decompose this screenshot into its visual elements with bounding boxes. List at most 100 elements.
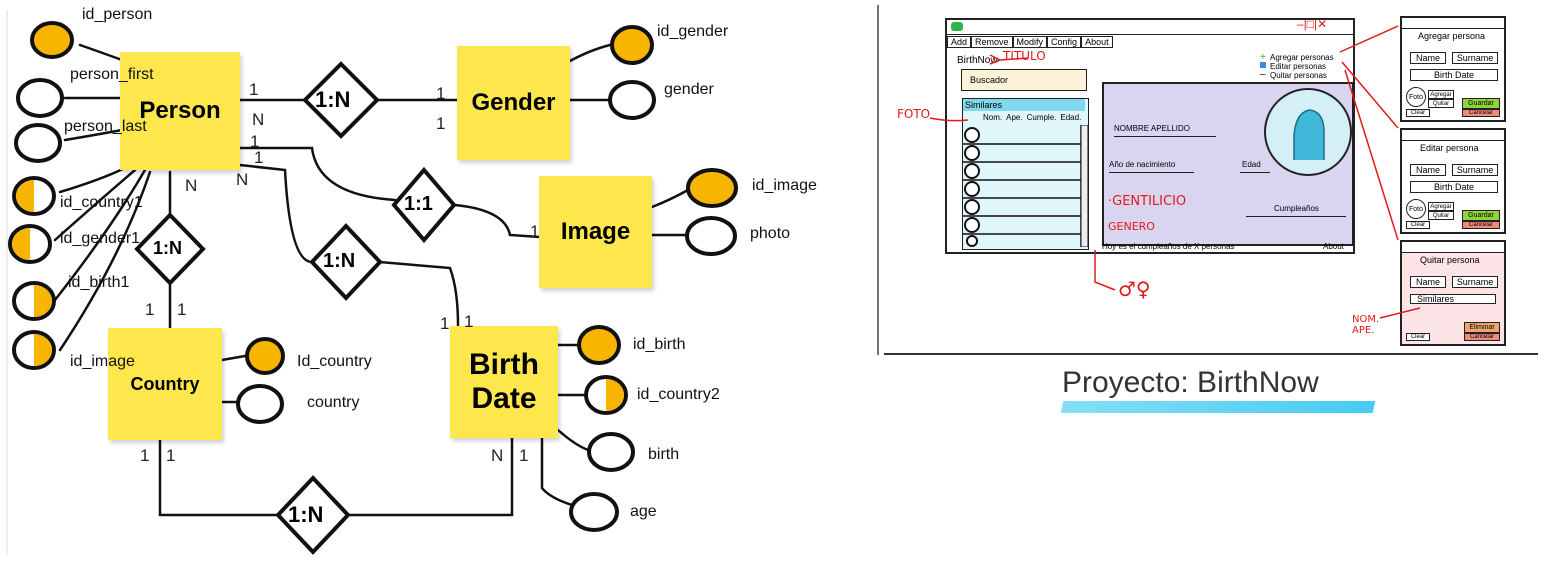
attr-oval-person-last (14, 123, 62, 163)
main-window-mockup: –|□|✕ Add Remove Modify Config About Bir… (945, 17, 1355, 254)
cardinality: N (185, 176, 198, 195)
entity-gender: Gender (457, 46, 570, 160)
cardinality: 1 (436, 114, 446, 133)
col-birthday[interactable]: Cumple. (1026, 113, 1057, 122)
plus-icon: + (1260, 52, 1266, 63)
action-remove-persons[interactable]: Quitar personas (1270, 71, 1327, 80)
edit-photo-remove-button[interactable]: Quitar (1428, 211, 1454, 220)
attr-label-gender: gender (664, 81, 714, 98)
dialog-add-title: Agregar persona (1418, 31, 1486, 41)
dialog-add-person: Agregar persona Name Surname Birth Date … (1400, 16, 1506, 122)
edit-birth-field[interactable]: Birth Date (1410, 181, 1498, 193)
add-photo[interactable]: Foto (1406, 87, 1426, 107)
cardinality: N (236, 170, 249, 189)
status-about[interactable]: About (1323, 242, 1344, 251)
gender-symbols: ♂♀ (1118, 277, 1151, 301)
window-controls[interactable]: –|□|✕ (1297, 17, 1328, 31)
add-birth-field[interactable]: Birth Date (1410, 69, 1498, 81)
attr-oval-gender (608, 80, 656, 120)
search-input[interactable]: Buscador (961, 69, 1087, 91)
dialog-edit-titlebar (1402, 130, 1504, 141)
remove-cancel-button[interactable]: Cancelar (1464, 333, 1500, 341)
menu-modify[interactable]: Modify (1012, 36, 1048, 48)
action-edit-persons[interactable]: Editar personas (1270, 62, 1327, 71)
attr-label-photo: photo (750, 225, 791, 242)
detail-birthday-label: Cumpleaños (1274, 204, 1319, 213)
entity-country: Country (108, 328, 222, 440)
remove-similar-select[interactable]: Similares (1410, 294, 1496, 304)
list-header: Similares (963, 99, 1085, 111)
attr-label-person-first: person_first (70, 66, 154, 83)
relationship-diamond-country-birth (275, 475, 351, 555)
add-save-button[interactable]: Guardar (1462, 98, 1500, 109)
demonym-note: ·GENTILICIO (1108, 194, 1187, 209)
attr-label-id-country2: id_country2 (637, 386, 720, 403)
menu-remove[interactable]: Remove (971, 36, 1013, 48)
caption-highlight (1060, 401, 1376, 413)
attr-oval-photo (685, 216, 737, 256)
attr-label-birth: birth (648, 446, 680, 463)
edit-surname-field[interactable]: Surname (1452, 164, 1498, 176)
search-placeholder: Buscador (970, 75, 1009, 85)
remove-surname-field[interactable]: Surname (1452, 276, 1498, 288)
col-age[interactable]: Edad. (1060, 113, 1082, 122)
list-rows-sketch (963, 125, 1088, 247)
edit-cancel-button[interactable]: Cancelar (1462, 221, 1500, 229)
entity-person: Person (120, 52, 240, 170)
cardinality: 1 (140, 446, 150, 465)
app-title: BirthNow (957, 55, 998, 66)
edit-photo-add-button[interactable]: Agregar (1428, 202, 1454, 211)
add-photo-remove-button[interactable]: Quitar (1428, 99, 1454, 108)
add-clear-button[interactable]: Clear (1406, 109, 1430, 117)
menu-add[interactable]: Add (947, 36, 972, 48)
add-name-field[interactable]: Name (1410, 52, 1446, 64)
edit-save-button[interactable]: Guardar (1462, 210, 1500, 221)
photo-note: FOTO (897, 107, 931, 121)
cardinality: 1 (436, 84, 446, 103)
dialog-add-titlebar (1402, 18, 1504, 29)
action-add-persons[interactable]: Agregar personas (1270, 53, 1334, 62)
remove-clear-button[interactable]: Clear (1406, 333, 1430, 341)
attr-oval-id-gender (610, 25, 654, 65)
attr-label-id-image: id_image (752, 177, 817, 194)
add-cancel-button[interactable]: Cancelar (1462, 109, 1500, 117)
app-icon (951, 22, 963, 31)
col-surname[interactable]: Ape. (1006, 113, 1023, 122)
col-name[interactable]: Nom. (983, 113, 1003, 122)
dialog-remove-title: Quitar persona (1420, 255, 1480, 265)
detail-name-label: NOMBRE APELLIDO (1114, 124, 1191, 133)
cardinality: 1 (254, 148, 264, 167)
rel-label-person-country: 1:N (153, 238, 183, 258)
add-surname-field[interactable]: Surname (1452, 52, 1498, 64)
relationship-diamond-person-country (134, 212, 206, 286)
attr-label-id-gender: id_gender (657, 23, 729, 40)
cardinality: 1 (440, 314, 450, 333)
profile-photo-placeholder (1264, 88, 1352, 176)
attr-label-country: country (307, 394, 360, 411)
cardinality: 1 (250, 132, 260, 151)
gender-note: GENERO (1108, 220, 1155, 233)
relationship-diamond-person-gender (302, 61, 380, 139)
attr-oval-id-birth (577, 325, 621, 365)
cardinality: 1 (464, 312, 474, 331)
attr-label-id-country1: id_country1 (60, 194, 143, 211)
remove-delete-button[interactable]: Eliminar (1464, 322, 1500, 333)
rel-label-person-gender: 1:N (315, 87, 351, 112)
cardinality: 1 (519, 446, 529, 465)
attr-oval-id-image (686, 168, 738, 208)
add-photo-add-button[interactable]: Agregar (1428, 90, 1454, 99)
detail-age-label: Edad (1242, 160, 1261, 169)
remove-name-field[interactable]: Name (1410, 276, 1446, 288)
attr-oval-country (236, 384, 284, 424)
edit-photo[interactable]: Foto (1406, 199, 1426, 219)
cardinality: 1 (249, 80, 259, 99)
edit-clear-button[interactable]: Clear (1406, 221, 1430, 229)
cardinality: 1 (145, 300, 155, 319)
menu-config[interactable]: Config (1047, 36, 1082, 48)
menu-bar: Add Remove Modify Config About (947, 36, 1113, 48)
menu-about[interactable]: About (1081, 36, 1113, 48)
project-caption: Proyecto: BirthNow (1062, 366, 1319, 399)
cardinality: N (252, 110, 265, 129)
edit-name-field[interactable]: Name (1410, 164, 1446, 176)
